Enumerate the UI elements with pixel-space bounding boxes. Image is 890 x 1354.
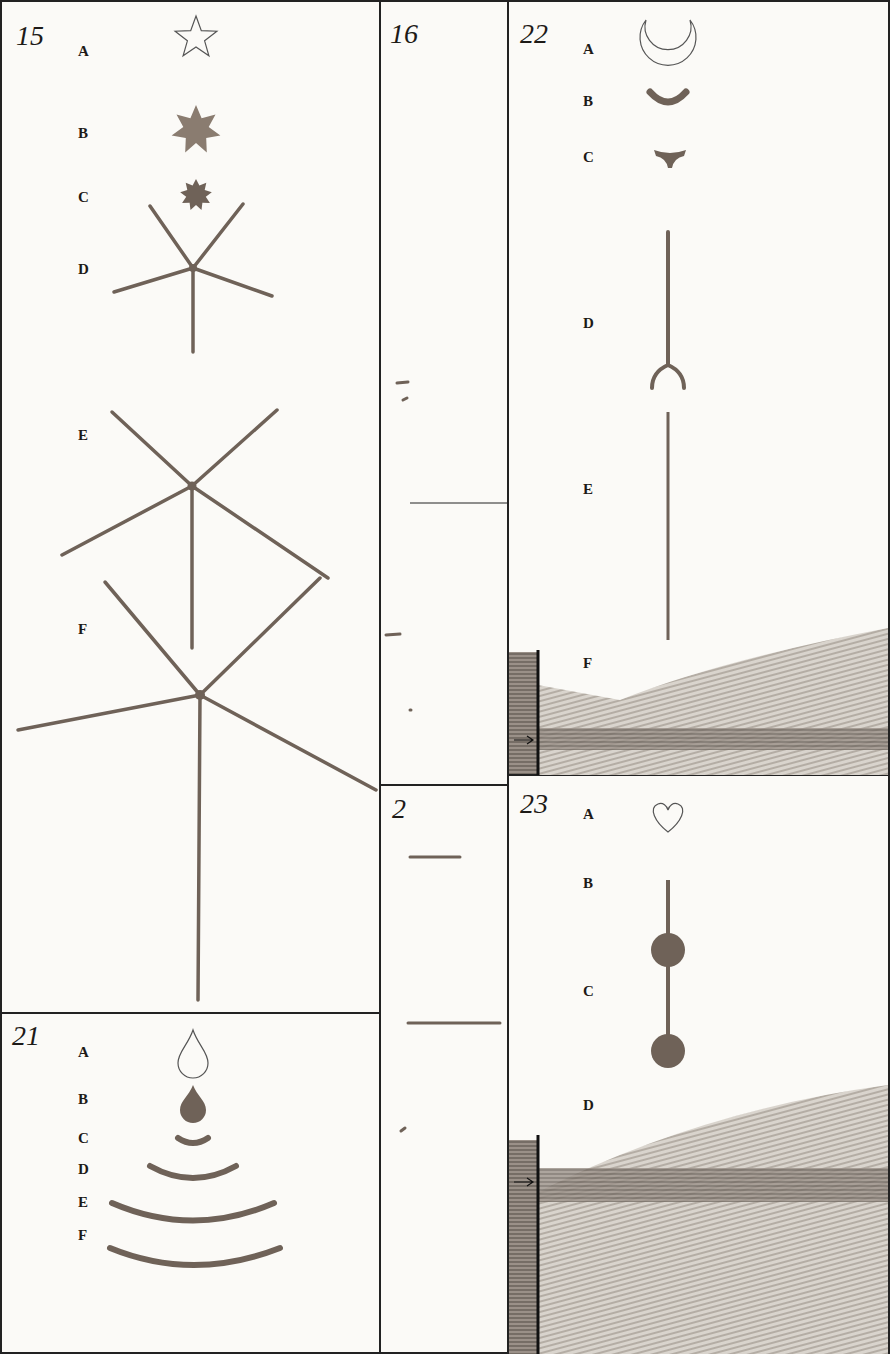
ray-centers	[188, 264, 206, 700]
t-shape	[654, 150, 686, 168]
figure-letter: C	[78, 190, 89, 205]
stalk	[666, 962, 670, 1036]
ball	[651, 1034, 685, 1068]
figure-letter: C	[583, 984, 594, 999]
figure-letter: D	[583, 316, 594, 331]
figure-number: 15	[16, 22, 44, 50]
small-marks	[386, 382, 500, 1131]
ripple-arcs	[110, 1138, 280, 1265]
figure-number: 2	[392, 795, 406, 823]
figure-letter: A	[583, 807, 594, 822]
crescent-drop	[650, 92, 686, 102]
ground-profile	[538, 628, 888, 775]
drop-outline	[178, 1030, 208, 1078]
star-small	[180, 179, 212, 210]
ball	[651, 933, 685, 967]
ground-band	[538, 728, 888, 750]
figure-letter: B	[78, 126, 88, 141]
figure-letter: A	[78, 1045, 89, 1060]
star-rays	[18, 204, 376, 1000]
wall	[509, 1140, 537, 1354]
figure-letter: A	[583, 42, 594, 57]
arrow-mark	[514, 736, 533, 744]
figure-letter: B	[583, 876, 593, 891]
wall-edge	[537, 650, 540, 775]
figure-letter: C	[583, 150, 594, 165]
fork-shape	[652, 232, 684, 388]
figure-number: 21	[12, 1022, 40, 1050]
wall	[509, 652, 537, 774]
figure-letter: D	[78, 262, 89, 277]
drop	[180, 1085, 206, 1123]
figure-letter: E	[583, 482, 593, 497]
ground-band	[538, 1168, 888, 1202]
figure-number: 22	[520, 20, 548, 48]
figure-letter: C	[78, 1131, 89, 1146]
figure-letter: A	[78, 44, 89, 59]
wall-edge	[537, 1135, 540, 1354]
figure-letter: D	[583, 1098, 594, 1113]
figure-number: 23	[520, 790, 548, 818]
figure-letter: E	[78, 428, 88, 443]
figure-letter: B	[583, 94, 593, 109]
arrow-mark	[514, 1178, 533, 1186]
figure-letter: E	[78, 1195, 88, 1210]
star-filled	[172, 105, 221, 153]
figure-letter: B	[78, 1092, 88, 1107]
figure-number: 16	[390, 20, 418, 48]
figure-letter: F	[78, 622, 87, 637]
ground-profile	[538, 1085, 888, 1354]
thread	[667, 412, 670, 640]
figure-letter: F	[78, 1228, 87, 1243]
star-outline	[175, 16, 217, 56]
crescent-outline	[640, 20, 696, 65]
figure-letter: D	[78, 1162, 89, 1177]
figure-letter: F	[583, 656, 592, 671]
heart-outline	[653, 803, 682, 832]
stalk	[666, 880, 670, 935]
